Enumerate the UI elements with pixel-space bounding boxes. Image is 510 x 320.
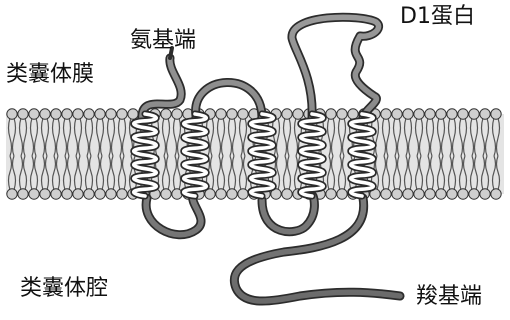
lipid-head — [293, 109, 303, 119]
lipid-head — [227, 109, 237, 119]
lipid-head — [480, 109, 490, 119]
lipid-head — [392, 109, 402, 119]
lipid-head — [381, 189, 391, 199]
lipid-head — [73, 189, 83, 199]
lipid-head — [337, 109, 347, 119]
lipid-head — [403, 109, 413, 119]
lipid-head — [7, 109, 17, 119]
lipid-head — [128, 109, 138, 119]
lipid-head — [326, 189, 336, 199]
lipid-head — [62, 109, 72, 119]
lipid-head — [84, 189, 94, 199]
lipid-head — [337, 189, 347, 199]
lipid-head — [491, 109, 501, 119]
helix-1 — [134, 114, 157, 196]
lipid-head — [436, 109, 446, 119]
lipid-head — [238, 109, 248, 119]
lipid-head — [425, 109, 435, 119]
lipid-head — [480, 189, 490, 199]
lipid-head — [18, 189, 28, 199]
lipid-head — [29, 189, 39, 199]
lipid-head — [326, 109, 336, 119]
lipid-head — [447, 189, 457, 199]
lipid-head — [348, 109, 358, 119]
c-terminus-label: 羧基端 — [416, 286, 482, 308]
thylakoid-membrane-label: 类囊体膜 — [6, 64, 94, 86]
lipid-head — [392, 189, 402, 199]
lipid-head — [51, 189, 61, 199]
lipid-head — [95, 109, 105, 119]
lipid-head — [469, 189, 479, 199]
lipid-head — [106, 189, 116, 199]
lipid-head — [117, 189, 127, 199]
lipid-head — [40, 189, 50, 199]
lipid-head — [18, 109, 28, 119]
lipid-head — [117, 109, 127, 119]
lipid-head — [40, 109, 50, 119]
lipid-head — [458, 109, 468, 119]
lipid-head — [458, 189, 468, 199]
helix-2 — [184, 114, 207, 196]
lipid-head — [447, 109, 457, 119]
helix-5 — [351, 114, 374, 196]
lipid-heads-top — [7, 109, 501, 119]
lipid-head — [73, 109, 83, 119]
lipid-head — [161, 189, 171, 199]
lipid-head — [414, 109, 424, 119]
helix-4 — [301, 114, 324, 196]
lipid-head — [216, 109, 226, 119]
lipid-head — [282, 109, 292, 119]
lipid-head — [436, 189, 446, 199]
lipid-head — [469, 109, 479, 119]
lipid-head — [216, 189, 226, 199]
lipid-head — [282, 189, 292, 199]
lipid-head — [95, 189, 105, 199]
lipid-head — [84, 109, 94, 119]
d1-protein-label: D1蛋白 — [400, 6, 475, 28]
lipid-head — [172, 109, 182, 119]
thylakoid-lumen-label: 类囊体腔 — [20, 278, 108, 300]
n-terminus-label: 氨基端 — [130, 30, 196, 52]
lipid-head — [403, 189, 413, 199]
lipid-head — [414, 189, 424, 199]
lipid-head — [106, 109, 116, 119]
lipid-head — [238, 189, 248, 199]
helix-3 — [251, 114, 274, 196]
lipid-head — [29, 109, 39, 119]
lipid-head — [425, 189, 435, 199]
lipid-head — [62, 189, 72, 199]
lipid-head — [491, 189, 501, 199]
lipid-head — [51, 109, 61, 119]
lipid-head — [381, 109, 391, 119]
lipid-head — [227, 189, 237, 199]
lipid-head — [161, 109, 171, 119]
lipid-head — [7, 189, 17, 199]
